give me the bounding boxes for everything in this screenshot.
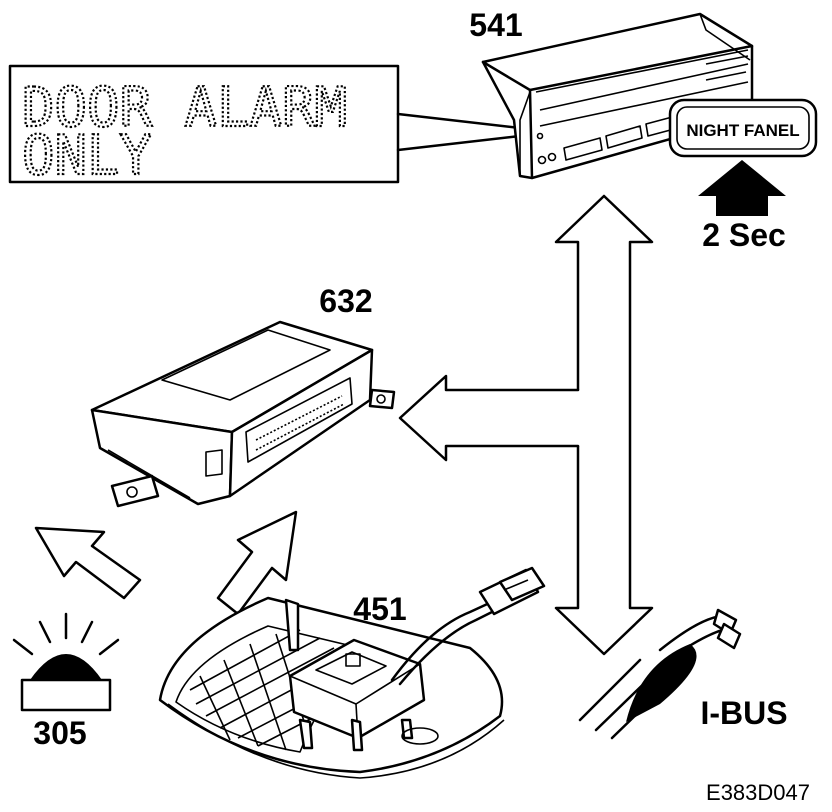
bus-branch-arrow — [398, 374, 580, 462]
warning-lamp-icon — [12, 612, 120, 712]
label-warning-lamp: 305 — [33, 715, 86, 751]
press-arrow-icon — [698, 160, 786, 216]
label-control-module: 632 — [319, 283, 372, 319]
interior-light — [158, 566, 546, 779]
lcd-line-1: DOOR ALARM — [22, 76, 347, 139]
label-display-unit: 541 — [469, 7, 522, 43]
bus-vertical-arrow — [554, 194, 654, 656]
output-arrow-light-icon — [216, 510, 298, 616]
label-press-time: 2 Sec — [702, 217, 786, 253]
night-panel-button: NIGHT FANEL — [668, 98, 818, 158]
bus-connector-icon — [578, 608, 742, 740]
callout-line-top — [396, 112, 522, 130]
lcd-callout: DOOR ALARM ONLY — [8, 64, 522, 188]
display-unit — [481, 12, 754, 180]
lcd-line-2: ONLY — [22, 124, 152, 187]
control-module — [90, 320, 396, 508]
label-bus: I-BUS — [700, 695, 787, 731]
night-panel-label: NIGHT FANEL — [686, 121, 799, 140]
callout-line-bottom — [396, 134, 522, 152]
figure-id: E383D047 — [706, 780, 810, 805]
lcd-frame — [8, 64, 400, 184]
label-interior-light: 451 — [353, 591, 406, 627]
output-arrow-lamp-icon — [34, 526, 142, 600]
